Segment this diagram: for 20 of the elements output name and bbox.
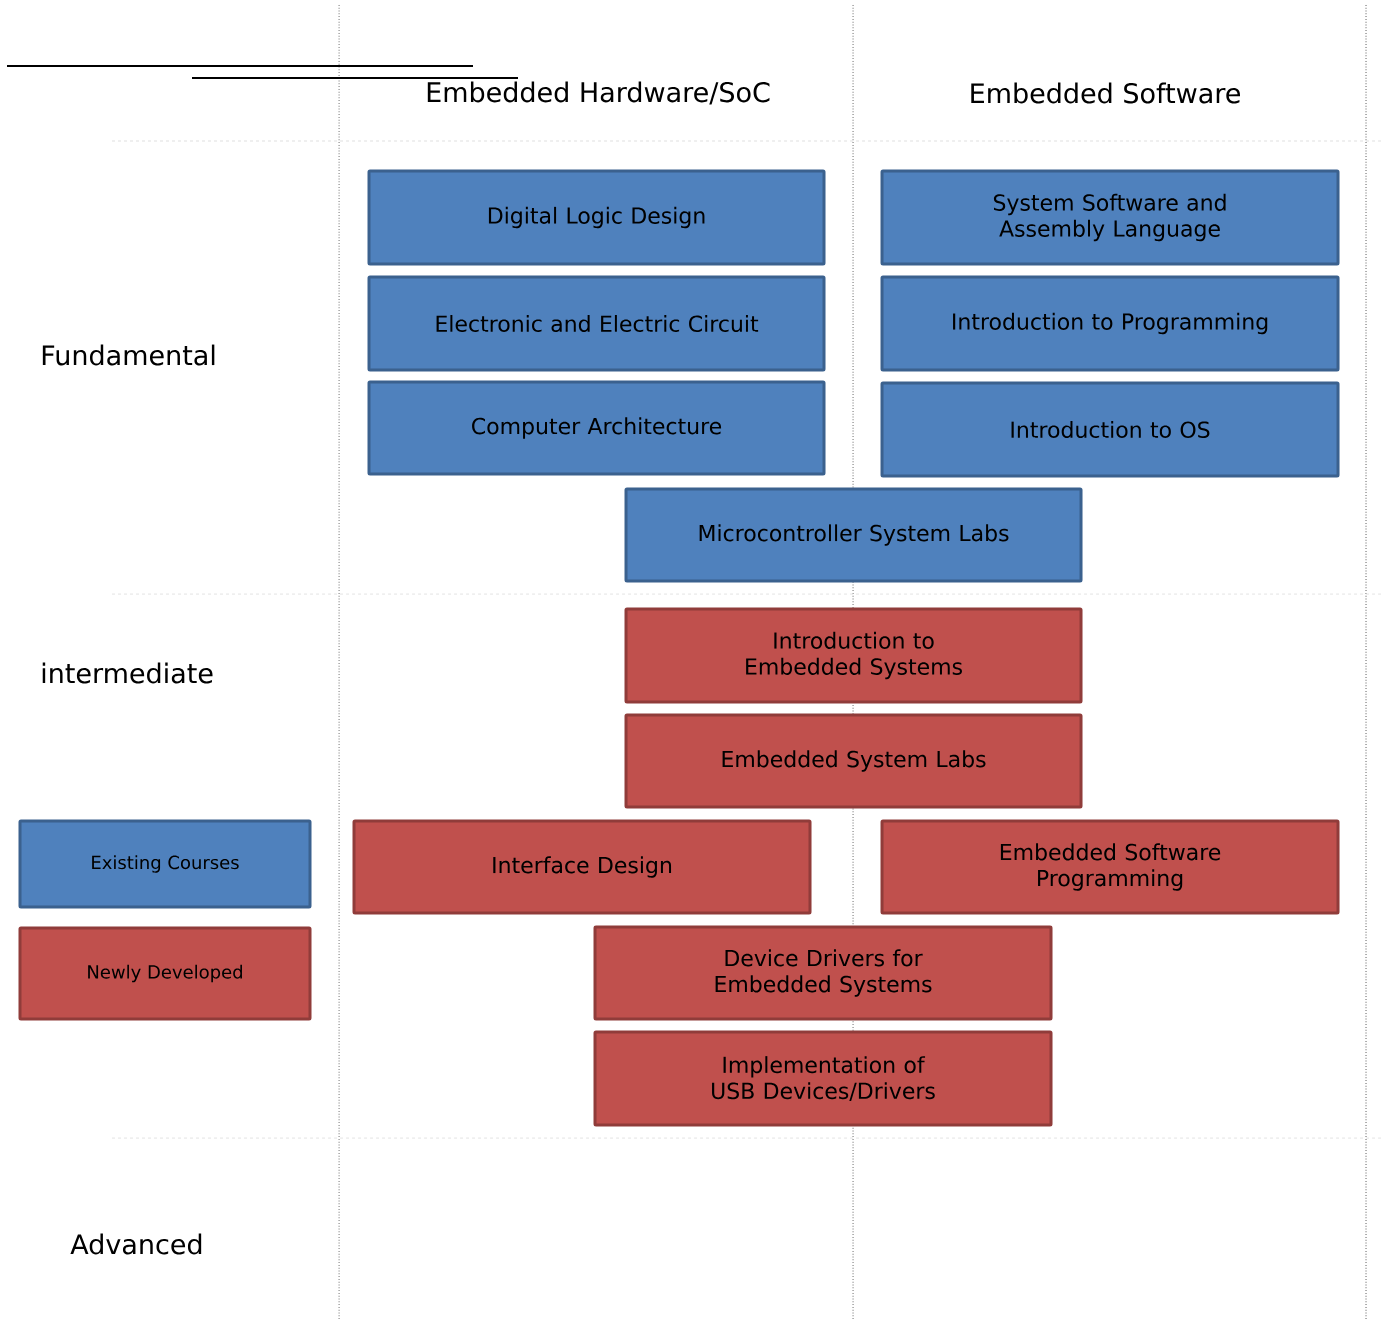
column-heading: Embedded Software (971, 82, 1240, 104)
course-box: Electronic and Electric Circuit (367, 275, 826, 372)
course-box: Introduction to Programming (880, 275, 1340, 372)
course-box: Introduction to Embedded Systems (624, 607, 1083, 704)
course-box: Embedded System Labs (624, 713, 1083, 809)
row-label: Advanced (70, 1233, 202, 1255)
course-box: Interface Design (352, 819, 812, 915)
course-box: Implementation of USB Devices/Drivers (593, 1030, 1053, 1127)
row-label: intermediate (42, 662, 213, 684)
course-box: Embedded Software Programming (880, 819, 1340, 915)
column-heading: Embedded Hardware/SoC (427, 81, 770, 105)
row-label: Fundamental (42, 344, 215, 366)
legend-box: Existing Courses (18, 819, 312, 909)
course-box: Introduction to OS (880, 381, 1340, 478)
course-box: Microcontroller System Labs (624, 487, 1083, 583)
course-box: Device Drivers for Embedded Systems (593, 925, 1053, 1021)
legend-box: Newly Developed (18, 926, 312, 1021)
course-box: Digital Logic Design (367, 169, 826, 266)
course-box: Computer Architecture (367, 380, 826, 476)
course-box: System Software and Assembly Language (880, 169, 1340, 266)
